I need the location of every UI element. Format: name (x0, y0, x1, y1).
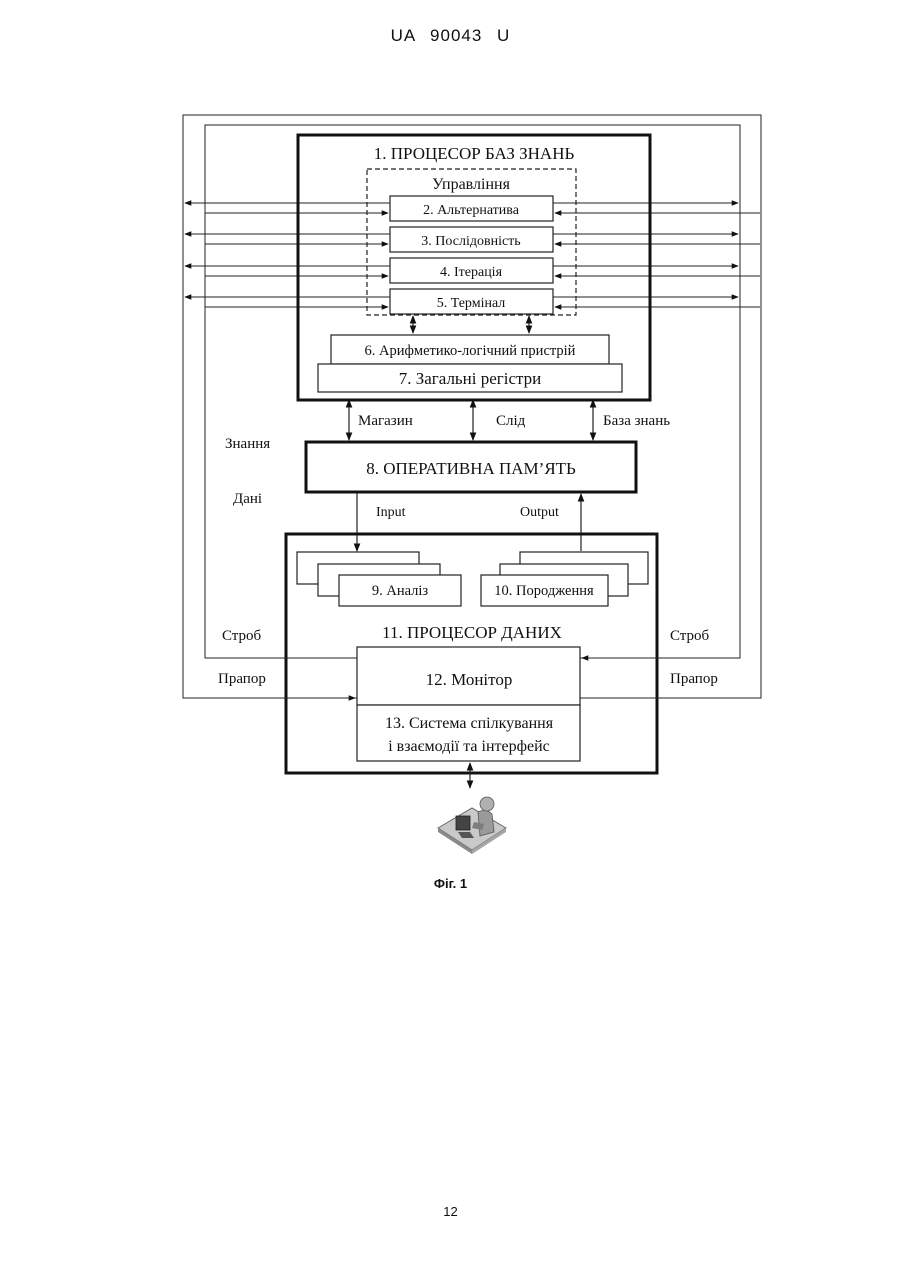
user-workstation-icon (438, 797, 506, 854)
page-number: 12 (0, 1204, 901, 1219)
generation-label: 10. Породження (494, 583, 594, 599)
knowledge-label: Знання (225, 436, 270, 452)
ram-label: 8. ОПЕРАТИВНА ПАМ’ЯТЬ (366, 459, 576, 478)
interface-label-line1: 13. Система спілкування (385, 715, 554, 732)
sequence-label: 3. Послідовність (421, 234, 520, 249)
trace-label: Слід (496, 413, 526, 429)
knowledge-base-label: База знань (603, 413, 670, 429)
iteration-label: 4. Ітерація (440, 265, 503, 280)
flag-left-label: Прапор (218, 671, 266, 687)
interface-label-line2: і взаємодії та інтерфейс (388, 738, 550, 755)
right-bus-lines (553, 203, 760, 307)
control-group-label: Управління (432, 176, 510, 193)
strobe-left-label: Строб (222, 628, 262, 644)
stack-label: Магазин (358, 413, 413, 429)
alternative-label: 2. Альтернатива (423, 203, 520, 218)
registers-label: 7. Загальні регістри (399, 369, 542, 388)
left-bus-lines (185, 203, 390, 307)
terminal-label: 5. Термінал (437, 296, 506, 311)
analysis-label: 9. Аналіз (372, 583, 429, 599)
flag-right-label: Прапор (670, 671, 718, 687)
figure-caption: Фіг. 1 (0, 876, 901, 891)
strobe-right-label: Строб (670, 628, 710, 644)
input-label: Input (376, 505, 406, 520)
data-processor-title: 11. ПРОЦЕСОР ДАНИХ (382, 623, 562, 642)
output-label: Output (520, 505, 559, 520)
alu-label: 6. Арифметико-логічний пристрій (365, 343, 576, 359)
monitor-label: 12. Монітор (426, 670, 513, 689)
knowledge-processor-title: 1. ПРОЦЕСОР БАЗ ЗНАНЬ (374, 144, 575, 163)
data-label: Дані (233, 491, 262, 507)
